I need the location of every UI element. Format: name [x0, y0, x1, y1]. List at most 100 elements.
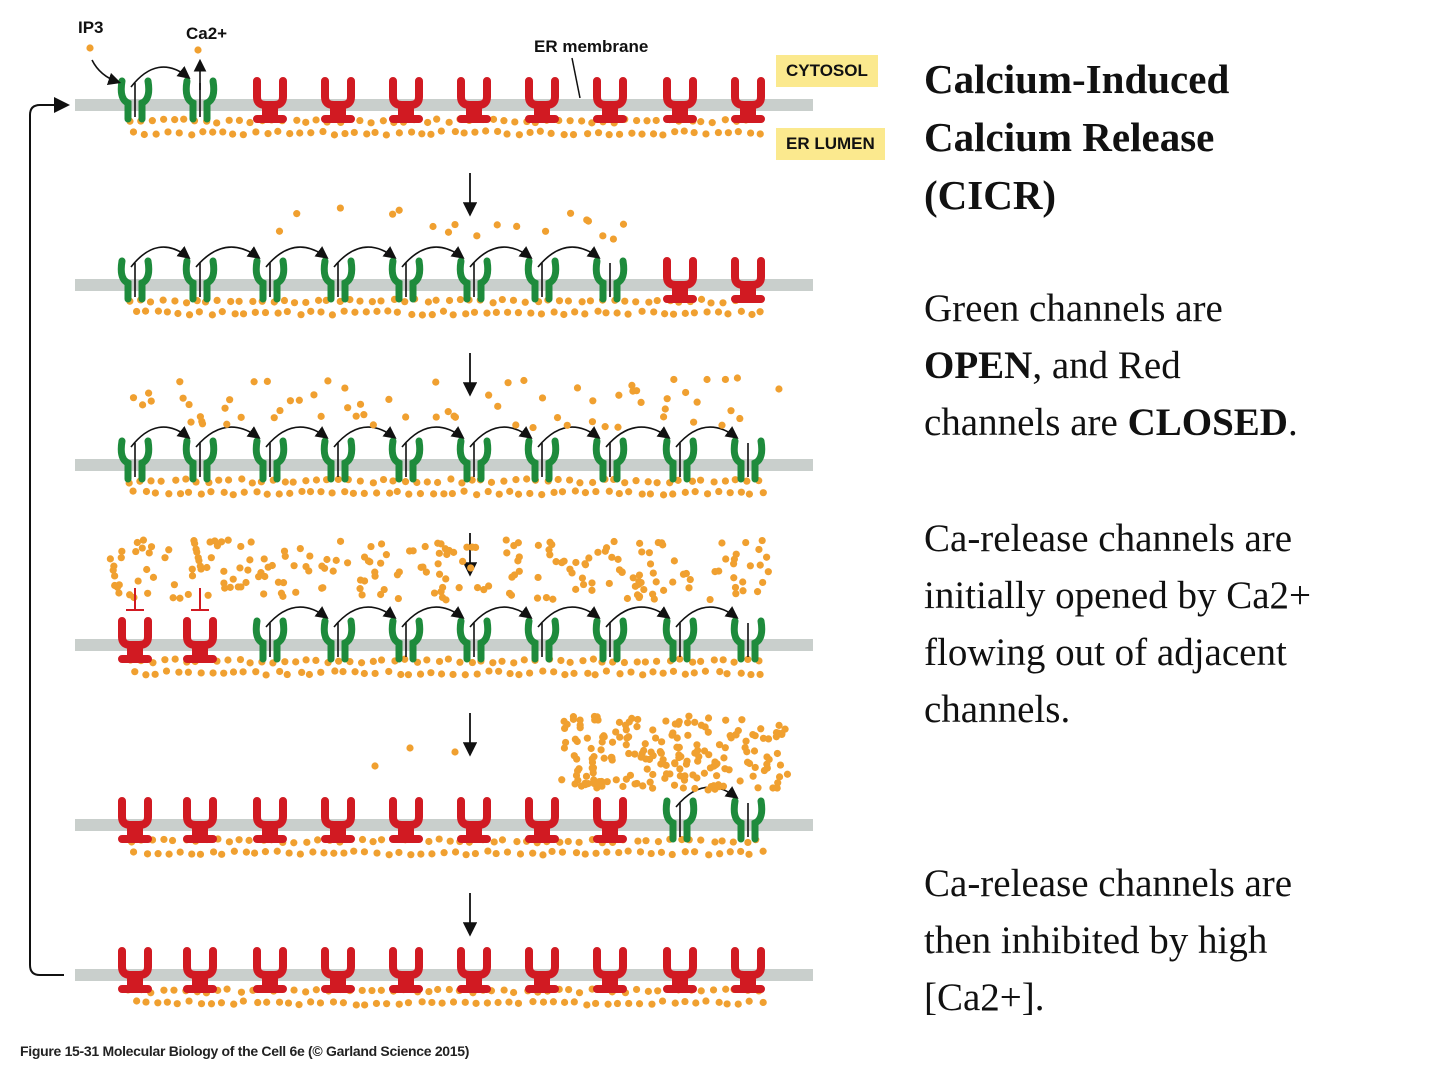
calcium-ion [730, 574, 738, 582]
calcium-ion [557, 656, 565, 665]
calcium-ion [386, 489, 394, 497]
open-channel [182, 257, 218, 303]
calcium-ion [171, 655, 179, 663]
activation-arrow [265, 426, 329, 448]
calcium-ion [329, 998, 338, 1006]
calcium-ion [625, 488, 633, 496]
calcium-ion [657, 848, 666, 856]
calcium-ion [621, 721, 630, 729]
calcium-ion [505, 589, 514, 597]
calcium-ion [572, 849, 581, 857]
calcium-ion [637, 398, 645, 406]
calcium-ion [171, 297, 179, 305]
calcium-ion [564, 837, 572, 846]
calcium-ion [615, 848, 623, 857]
calcium-ion [534, 573, 542, 582]
closed-channel [389, 797, 423, 843]
calcium-ion [274, 309, 282, 317]
calcium-ion [312, 476, 321, 484]
calcium-ion [591, 716, 599, 724]
calcium-ion [230, 847, 238, 855]
calcium-ion [615, 566, 624, 574]
open-channel [252, 617, 288, 663]
calcium-ion [252, 128, 260, 136]
description-line: channels. [924, 688, 1071, 731]
calcium-ion [604, 1000, 612, 1008]
calcium-ion [250, 378, 258, 386]
calcium-ion [588, 586, 596, 594]
calcium-ion [716, 668, 724, 676]
calcium-ion [747, 670, 755, 679]
open-channel [117, 437, 153, 483]
calcium-ion [599, 232, 607, 240]
ip3-label: IP3 [78, 18, 104, 37]
cytosol-label: CYTOSOL [776, 55, 878, 87]
calcium-ion [368, 298, 376, 306]
activation-arrow [469, 606, 533, 628]
calcium-ion [738, 716, 746, 724]
calcium-ion [659, 131, 667, 139]
calcium-ion [434, 560, 442, 568]
calcium-ion [700, 769, 708, 777]
calcium-ion [197, 1000, 206, 1008]
calcium-ion [756, 308, 764, 316]
calcium-ion [292, 658, 300, 666]
activation-arrow [401, 426, 465, 448]
calcium-ion [471, 849, 480, 858]
calcium-ion [514, 557, 522, 565]
calcium-ion [133, 307, 141, 316]
activation-arrow [265, 606, 329, 628]
calcium-ion [377, 297, 385, 305]
calcium-ion [467, 564, 475, 572]
calcium-ion [644, 987, 652, 995]
calcium-ion [573, 755, 581, 763]
calcium-ion [721, 744, 729, 752]
calcium-ion [589, 397, 597, 405]
calcium-ion [759, 847, 767, 855]
activation-arrow [195, 426, 261, 448]
calcium-ion [382, 131, 390, 139]
calcium-ion [627, 668, 635, 676]
calcium-ion [244, 566, 252, 574]
calcium-ion [275, 490, 283, 498]
calcium-ion [360, 669, 368, 678]
calcium-ion [575, 838, 583, 846]
calcium-ion [473, 232, 481, 240]
calcium-ion [175, 129, 183, 137]
calcium-ion [587, 744, 595, 753]
calcium-ion [160, 986, 168, 994]
calcium-ion [612, 728, 620, 736]
calcium-ion [444, 408, 452, 416]
calcium-ion [689, 771, 697, 779]
calcium-ion [668, 850, 676, 859]
calcium-ion [744, 838, 752, 847]
calcium-ion [649, 752, 657, 760]
calcium-ion [207, 1000, 216, 1008]
calcium-ion [621, 479, 629, 487]
calcium-ion [732, 731, 740, 739]
calcium-ion [623, 594, 632, 603]
calcium-ion [657, 760, 665, 768]
calcium-ion [515, 671, 523, 679]
calcium-ion [217, 999, 226, 1007]
calcium-ion [638, 307, 646, 315]
calcium-ion [745, 759, 754, 768]
calcium-ion [722, 716, 730, 724]
calcium-ion [434, 539, 442, 547]
calcium-ion [226, 396, 234, 404]
calcium-ion [151, 670, 159, 678]
calcium-ion [369, 421, 377, 429]
calcium-ion [758, 536, 766, 545]
calcium-ion [440, 849, 448, 857]
calcium-ion [421, 542, 429, 551]
calcium-ion [569, 713, 578, 721]
activation-arrow [401, 246, 465, 268]
calcium-ion [686, 575, 694, 584]
calcium-ion [168, 836, 177, 845]
calcium-ion [614, 555, 622, 563]
calcium-ion [493, 221, 501, 229]
calcium-ion [696, 476, 705, 484]
calcium-ion [602, 309, 610, 317]
calcium-ion [284, 999, 293, 1007]
calcium-ion [554, 475, 562, 484]
